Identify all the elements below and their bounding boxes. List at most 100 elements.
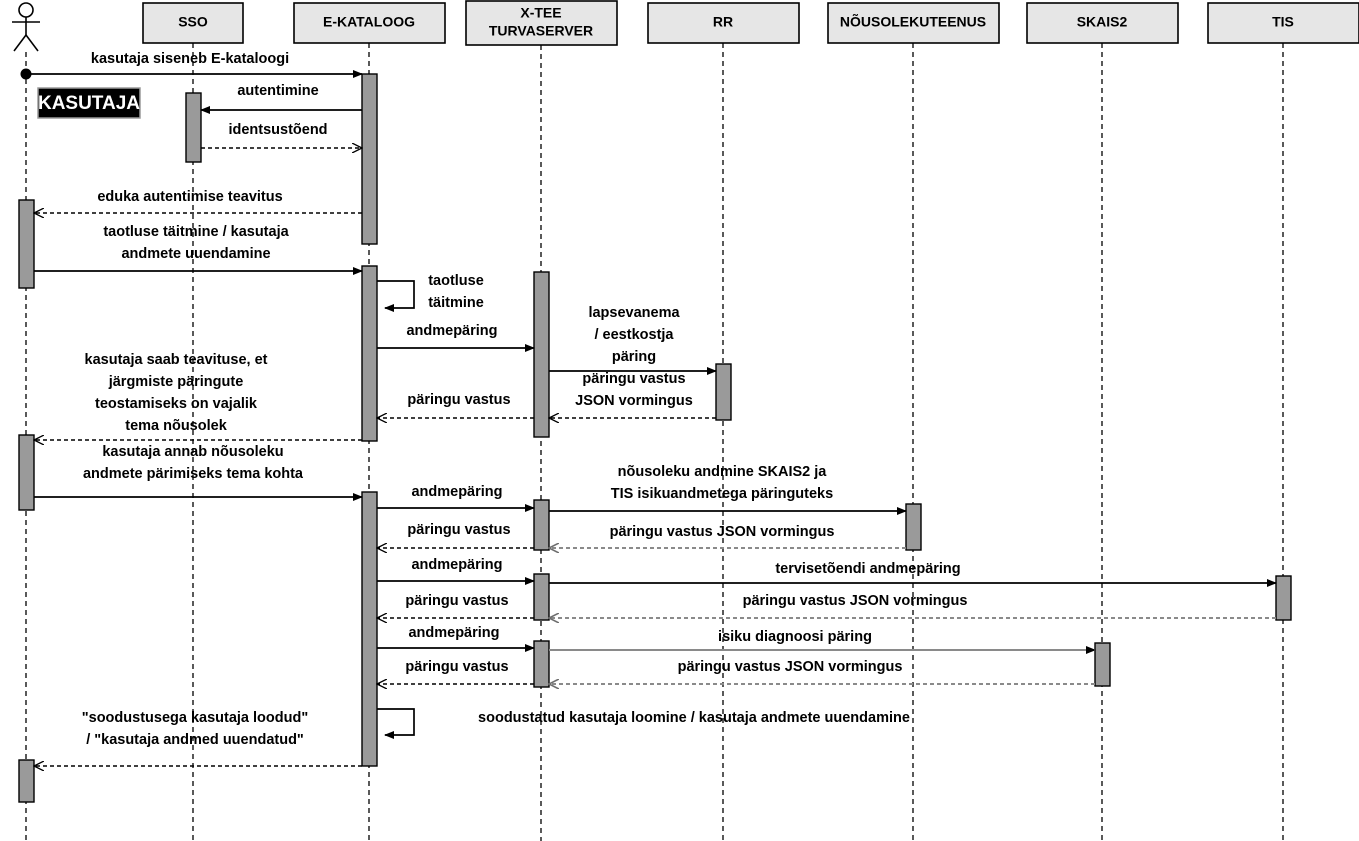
message-label: tervisetõendi andmepäring bbox=[775, 561, 960, 577]
message-m10: päringu vastus bbox=[377, 392, 534, 418]
message-label: andmepäring bbox=[406, 323, 497, 339]
message-label: soodustatud kasutaja loomine / kasutaja … bbox=[478, 710, 910, 726]
activation-bar-actor bbox=[18, 759, 35, 803]
message-m25: soodustatud kasutaja loomine / kasutaja … bbox=[377, 708, 910, 739]
message-m13: andmepäring bbox=[377, 484, 535, 512]
message-label: päringu vastus JSON vormingus bbox=[678, 659, 903, 675]
message-m1: kasutaja siseneb E-kataloogi bbox=[26, 51, 363, 78]
participant-ekataloog[interactable]: E-KATALOOG bbox=[293, 2, 446, 841]
participant-box[interactable] bbox=[1026, 2, 1179, 44]
message-label: autentimine bbox=[237, 83, 318, 99]
activation-bar-xtee bbox=[533, 573, 550, 621]
message-label: järgmiste päringute bbox=[108, 374, 244, 390]
message-label: päringu vastus bbox=[407, 522, 510, 538]
message-m3: identsustõend bbox=[201, 122, 362, 148]
message-label: andmete uuendamine bbox=[121, 246, 270, 262]
message-label: täitmine bbox=[428, 295, 484, 311]
message-m21: andmepäring bbox=[377, 625, 535, 652]
message-label: päringu vastus JSON vormingus bbox=[610, 524, 835, 540]
message-m18: tervisetõendi andmepäring bbox=[549, 561, 1277, 587]
actor-badge-label: KASUTAJA bbox=[38, 93, 140, 114]
message-label: JSON vormingus bbox=[575, 393, 693, 409]
message-m23: päringu vastus JSON vormingus bbox=[549, 659, 1095, 684]
participant-label: SKAIS2 bbox=[1077, 14, 1128, 30]
message-m8: lapsevanema / eestkostja päring bbox=[549, 305, 717, 375]
message-label: päring bbox=[612, 349, 656, 365]
message-label: kasutaja siseneb E-kataloogi bbox=[91, 51, 289, 67]
activation-bar-nousolekuteenus bbox=[905, 503, 922, 551]
participant-box[interactable] bbox=[142, 2, 244, 44]
participant-box[interactable] bbox=[465, 0, 618, 46]
activation-bar-xtee bbox=[533, 499, 550, 551]
participant-label: RR bbox=[713, 14, 733, 30]
message-label: andmepäring bbox=[408, 625, 499, 641]
message-label: päringu vastus bbox=[582, 371, 685, 387]
message-m22: isiku diagnoosi päring bbox=[549, 629, 1096, 654]
message-label: eduka autentimise teavitus bbox=[97, 189, 282, 205]
message-label: andmete pärimiseks tema kohta bbox=[83, 466, 304, 482]
participant-label: E-KATALOOG bbox=[323, 14, 415, 30]
message-label: / eestkostja bbox=[595, 327, 675, 343]
message-label: lapsevanema bbox=[588, 305, 680, 321]
participant-tis[interactable]: TIS bbox=[1207, 2, 1359, 841]
message-m19: päringu vastus JSON vormingus bbox=[549, 593, 1276, 618]
message-label: teostamiseks on vajalik bbox=[95, 396, 258, 412]
message-label: TIS isikuandmetega päringuteks bbox=[611, 486, 833, 502]
message-m20: päringu vastus bbox=[377, 593, 534, 618]
participant-box[interactable] bbox=[827, 2, 1000, 44]
actor-badge-kasutaja: KASUTAJA bbox=[37, 87, 141, 119]
participant-box[interactable] bbox=[293, 2, 446, 44]
message-label: kasutaja saab teavituse, et bbox=[85, 352, 268, 368]
message-label: päringu vastus JSON vormingus bbox=[743, 593, 968, 609]
activation-bar-ekataloog bbox=[361, 491, 378, 767]
participant-label-line2: TURVASERVER bbox=[489, 23, 593, 39]
self-call-path bbox=[377, 280, 415, 312]
message-label: / "kasutaja andmed uuendatud" bbox=[86, 732, 304, 748]
message-m16: päringu vastus bbox=[377, 522, 534, 548]
activation-bar-xtee bbox=[533, 640, 550, 688]
message-label: kasutaja annab nõusoleku bbox=[102, 444, 283, 460]
actor-kasutaja[interactable] bbox=[12, 2, 40, 52]
message-label: tema nõusolek bbox=[125, 418, 227, 434]
self-call-path bbox=[377, 708, 415, 739]
participant-rr[interactable]: RR bbox=[647, 2, 800, 841]
message-m4: eduka autentimise teavitus bbox=[34, 189, 362, 213]
message-label: andmepäring bbox=[411, 484, 502, 500]
participant-skais2[interactable]: SKAIS2 bbox=[1026, 2, 1179, 841]
participant-nousolekuteenus[interactable]: NÕUSOLEKUTEENUS bbox=[827, 2, 1000, 841]
message-label: nõusoleku andmine SKAIS2 ja bbox=[618, 464, 828, 480]
activation-bar-actor bbox=[18, 434, 35, 511]
actor-head-icon bbox=[18, 2, 34, 18]
message-m14: nõusoleku andmine SKAIS2 ja TIS isikuandm… bbox=[549, 464, 907, 515]
actor-leg-right-icon bbox=[25, 34, 39, 52]
activation-bar-xtee bbox=[533, 271, 550, 438]
message-m26: "soodustusega kasutaja loodud"/ "kasutaj… bbox=[34, 710, 362, 766]
participant-box[interactable] bbox=[1207, 2, 1359, 44]
participant-sso[interactable]: SSO bbox=[142, 2, 244, 841]
activation-bar-ekataloog bbox=[361, 73, 378, 245]
message-m17: andmepäring bbox=[377, 557, 535, 585]
activation-bar-skais2 bbox=[1094, 642, 1111, 687]
message-m12: kasutaja annab nõusoleku andmete pärimise… bbox=[34, 444, 363, 501]
message-m7: andmepäring bbox=[377, 323, 535, 352]
start-point-dot bbox=[20, 68, 32, 80]
message-label: päringu vastus bbox=[405, 593, 508, 609]
activation-bar-sso bbox=[185, 92, 202, 163]
message-m11: kasutaja saab teavituse, et järgmiste pär… bbox=[34, 352, 362, 440]
actor-badge-background bbox=[37, 87, 141, 119]
messages-layer: kasutaja siseneb E-kataloogi autentimine i… bbox=[26, 51, 1277, 766]
participant-label: NÕUSOLEKUTEENUS bbox=[840, 13, 986, 30]
activations-layer bbox=[18, 73, 1292, 803]
message-m2: autentimine bbox=[200, 83, 362, 114]
message-label: päringu vastus bbox=[405, 659, 508, 675]
message-m24: päringu vastus bbox=[377, 659, 534, 684]
participant-label: SSO bbox=[178, 14, 208, 30]
message-label: päringu vastus bbox=[407, 392, 510, 408]
actor-leg-left-icon bbox=[13, 34, 27, 52]
